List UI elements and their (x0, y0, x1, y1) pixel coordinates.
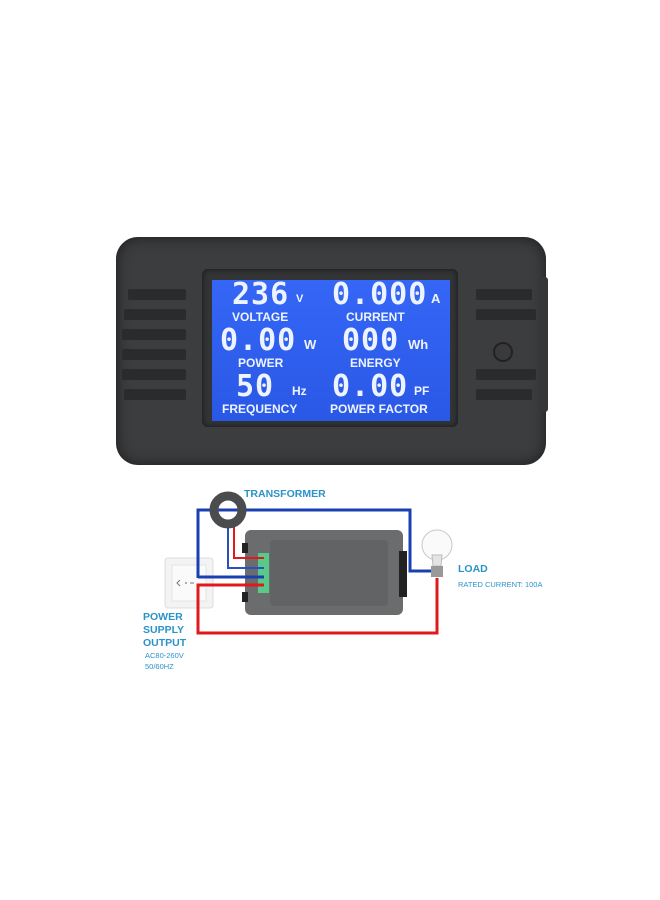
power-label: POWER (238, 356, 284, 370)
current-unit: A (431, 291, 441, 306)
frequency-unit: Hz (292, 384, 307, 398)
module-clip (242, 543, 248, 553)
module-side-clip (399, 551, 407, 597)
live-wire (196, 578, 439, 635)
power-factor-unit: PF (414, 384, 430, 398)
ct-wire-red (233, 527, 264, 559)
lcd-screen: 236 V VOLTAGE 0.000 A CURRENT 0.00 W POW… (212, 280, 450, 421)
frequency-value: 50 (236, 369, 275, 404)
neutral-wire (196, 508, 432, 578)
vent-slot (476, 289, 532, 300)
socket-holes-icon (176, 579, 194, 587)
transformer-label: TRANSFORMER (244, 488, 326, 500)
voltage-unit: V (296, 293, 304, 305)
vent-slot (122, 329, 186, 340)
vent-slot (476, 309, 536, 320)
power-factor-label: POWER FACTOR (330, 402, 428, 416)
vent-slot (122, 369, 186, 380)
voltage-value: 236 (232, 280, 290, 312)
bulb-neck (431, 554, 443, 567)
vent-slot (476, 389, 532, 400)
supply-label-line2: SUPPLY (143, 624, 184, 636)
frequency-label: FREQUENCY (222, 402, 298, 416)
current-transformer-ring (209, 491, 247, 529)
vent-slot (122, 349, 186, 360)
vent-slot (476, 369, 536, 380)
power-unit: W (304, 337, 317, 352)
energy-label: ENERGY (350, 356, 401, 370)
bulb-base (431, 566, 443, 577)
terminal-block (258, 553, 269, 593)
supply-voltage: AC80-260V (145, 651, 184, 660)
energy-unit: Wh (408, 337, 429, 352)
load-rating: RATED CURRENT: 100A (458, 580, 542, 589)
vent-slot (124, 309, 186, 320)
current-label: CURRENT (346, 310, 405, 324)
supply-frequency: 50/60HZ (145, 662, 174, 671)
power-meter-device: 236 V VOLTAGE 0.000 A CURRENT 0.00 W POW… (116, 237, 548, 465)
module-face (270, 540, 388, 606)
vent-slot (124, 389, 186, 400)
voltage-label: VOLTAGE (232, 310, 289, 324)
ct-wire-blue (227, 527, 264, 569)
module-clip (242, 592, 248, 602)
load-label: LOAD (458, 563, 488, 575)
current-value: 0.000 (332, 280, 428, 312)
vent-slot (128, 289, 186, 300)
side-clip (540, 277, 548, 412)
power-value: 0.00 (220, 323, 297, 358)
reset-button[interactable] (493, 342, 513, 362)
power-factor-value: 0.00 (332, 369, 409, 404)
energy-value: 000 (342, 323, 400, 358)
supply-label-line1: POWER (143, 611, 183, 623)
supply-label-line3: OUTPUT (143, 637, 187, 649)
